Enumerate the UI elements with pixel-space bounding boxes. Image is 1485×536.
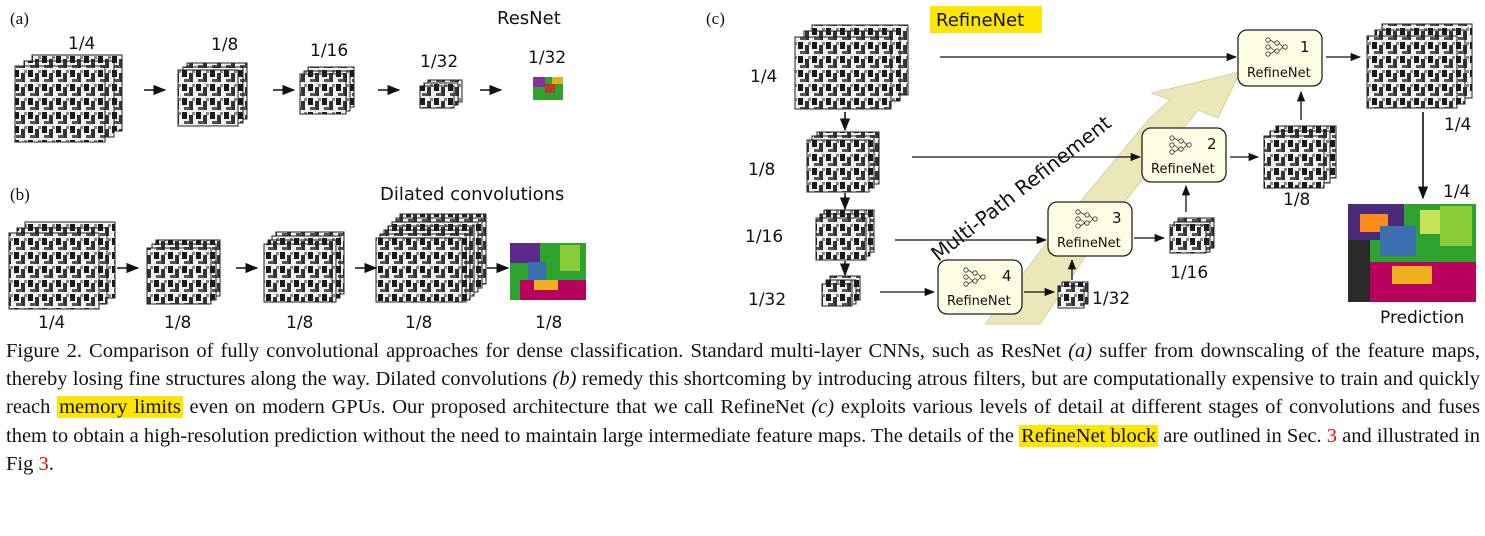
prediction-segmentation-map [1348, 204, 1476, 302]
refinenet-block-3-number: 3 [1112, 209, 1122, 227]
resnet-feature-map-1-8 [177, 62, 248, 127]
refinenet-block-1-label: RefineNet [1247, 66, 1311, 81]
resnet-feature-map-1-4 [14, 54, 123, 143]
output-scale-1-32: 1/32 [1092, 289, 1130, 309]
network-icon [1169, 135, 1192, 155]
backbone-feature-map-1-4 [794, 24, 909, 110]
refinenet-input-scale-4: 1/32 [748, 290, 786, 310]
refinenet-input-scale-2: 1/8 [748, 160, 775, 180]
network-icon [1265, 37, 1288, 57]
dilated-scale-label-3: 1/8 [286, 313, 313, 330]
output-feature-map-1-8 [1263, 125, 1337, 189]
resnet-feature-map-1-16 [299, 66, 355, 115]
refinenet-block-2: 2 RefineNet [1141, 127, 1227, 183]
resnet-scale-label-1: 1/4 [68, 34, 95, 54]
panel-b-letter: (b) [10, 185, 30, 204]
backbone-feature-map-1-32 [821, 275, 861, 307]
panel-a-letter: (a) [10, 9, 29, 28]
resnet-scale-label-3: 1/16 [310, 41, 348, 61]
refinenet-title-highlight [930, 6, 1042, 33]
refinenet-input-scale-1: 1/4 [750, 67, 777, 87]
refinenet-block-4-number: 4 [1002, 267, 1012, 285]
panel-b-title: Dilated convolutions [380, 184, 564, 205]
resnet-scale-label-4: 1/32 [420, 52, 458, 72]
prediction-label: Prediction [1380, 308, 1464, 328]
figure-diagram: (a) ResNet 1/4 1/8 1/16 1/32 1/32 (b) Di… [8, 6, 1476, 330]
dilated-scale-label-5: 1/8 [535, 313, 562, 330]
panel-a-title: ResNet [497, 8, 561, 29]
dilated-feature-map-1 [8, 221, 116, 310]
resnet-prediction-thumbnail [533, 77, 563, 100]
network-icon [1075, 209, 1098, 229]
panel-c-title: RefineNet [936, 10, 1024, 31]
dilated-scale-label-4: 1/8 [405, 313, 432, 330]
figure-reference-link[interactable]: 3 [38, 452, 49, 475]
dilated-feature-map-3 [263, 231, 345, 303]
resnet-feature-map-1-32 [419, 79, 463, 109]
refinenet-block-3: 3 RefineNet [1047, 201, 1133, 257]
dilated-scale-label-2: 1/8 [164, 313, 191, 330]
refinenet-block-1-number: 1 [1300, 38, 1310, 56]
memory-limits-highlight: memory limits [57, 396, 183, 419]
refinenet-block-4: 4 RefineNet [937, 259, 1023, 315]
refinenet-block-highlight: RefineNet block [1019, 424, 1159, 447]
backbone-feature-map-1-16 [815, 209, 875, 261]
panel-c-letter: (c) [706, 9, 725, 28]
resnet-scale-label-2: 1/8 [211, 35, 238, 55]
dilated-scale-label-1: 1/4 [38, 313, 65, 330]
dilated-feature-map-4 [375, 213, 487, 303]
dilated-feature-map-2 [146, 239, 221, 305]
prediction-scale-label: 1/4 [1443, 182, 1470, 202]
refinenet-input-scale-3: 1/16 [745, 227, 783, 247]
output-scale-1-8: 1/8 [1283, 190, 1310, 210]
refinenet-block-1: 1 RefineNet [1237, 29, 1323, 87]
network-icon [963, 267, 986, 287]
output-feature-map-1-16 [1169, 217, 1215, 254]
refinenet-block-2-number: 2 [1207, 135, 1217, 153]
output-scale-1-16: 1/16 [1170, 263, 1208, 283]
figure-caption: Figure 2. Comparison of fully convolutio… [6, 340, 1480, 475]
output-scale-1-4: 1/4 [1444, 115, 1471, 135]
dilated-prediction-thumbnail [510, 243, 586, 300]
refinenet-block-3-label: RefineNet [1057, 236, 1121, 251]
output-feature-map-1-32 [1057, 281, 1089, 309]
refinenet-block-2-label: RefineNet [1151, 162, 1215, 177]
resnet-scale-label-5: 1/32 [528, 48, 566, 68]
output-feature-map-1-4 [1366, 23, 1473, 109]
backbone-feature-map-1-8 [806, 131, 880, 193]
section-reference-link[interactable]: 3 [1326, 424, 1337, 447]
refinenet-block-4-label: RefineNet [947, 294, 1011, 309]
